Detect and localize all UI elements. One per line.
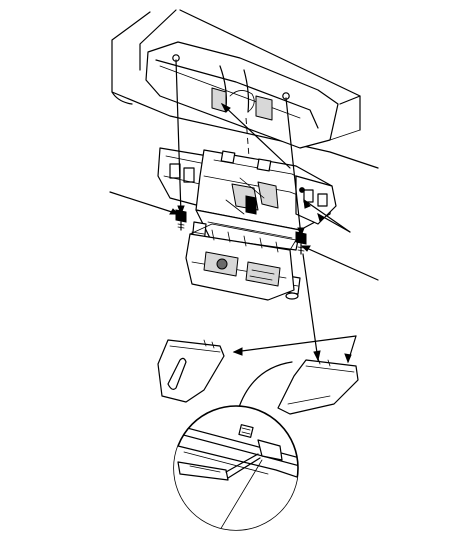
leader-lines [109, 59, 379, 364]
console-housing [157, 147, 337, 251]
roof-headliner-panel [111, 9, 379, 169]
map-light-module [185, 223, 297, 301]
detail-magnifier-inset [173, 405, 299, 531]
lens-cover-right [277, 357, 359, 415]
mounting-screw-right [295, 231, 307, 255]
mounting-screw-left [175, 209, 187, 231]
magnifier-pointer [237, 361, 293, 411]
lens-cover-left [157, 339, 225, 403]
